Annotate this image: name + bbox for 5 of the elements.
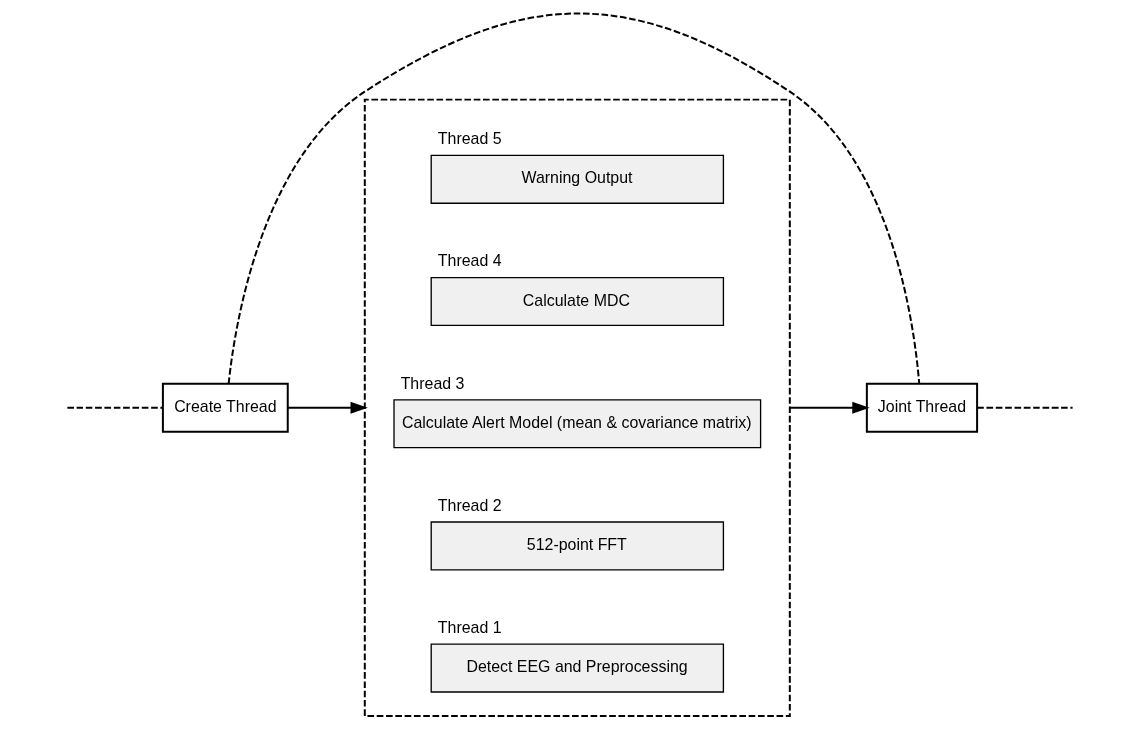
- node-label: Thread 5: [437, 130, 502, 148]
- node-label: Thread 2: [437, 496, 502, 514]
- node-label: Thread 4: [437, 252, 502, 270]
- node-label: Thread 1: [437, 619, 502, 637]
- node-label: Thread 3: [400, 374, 465, 392]
